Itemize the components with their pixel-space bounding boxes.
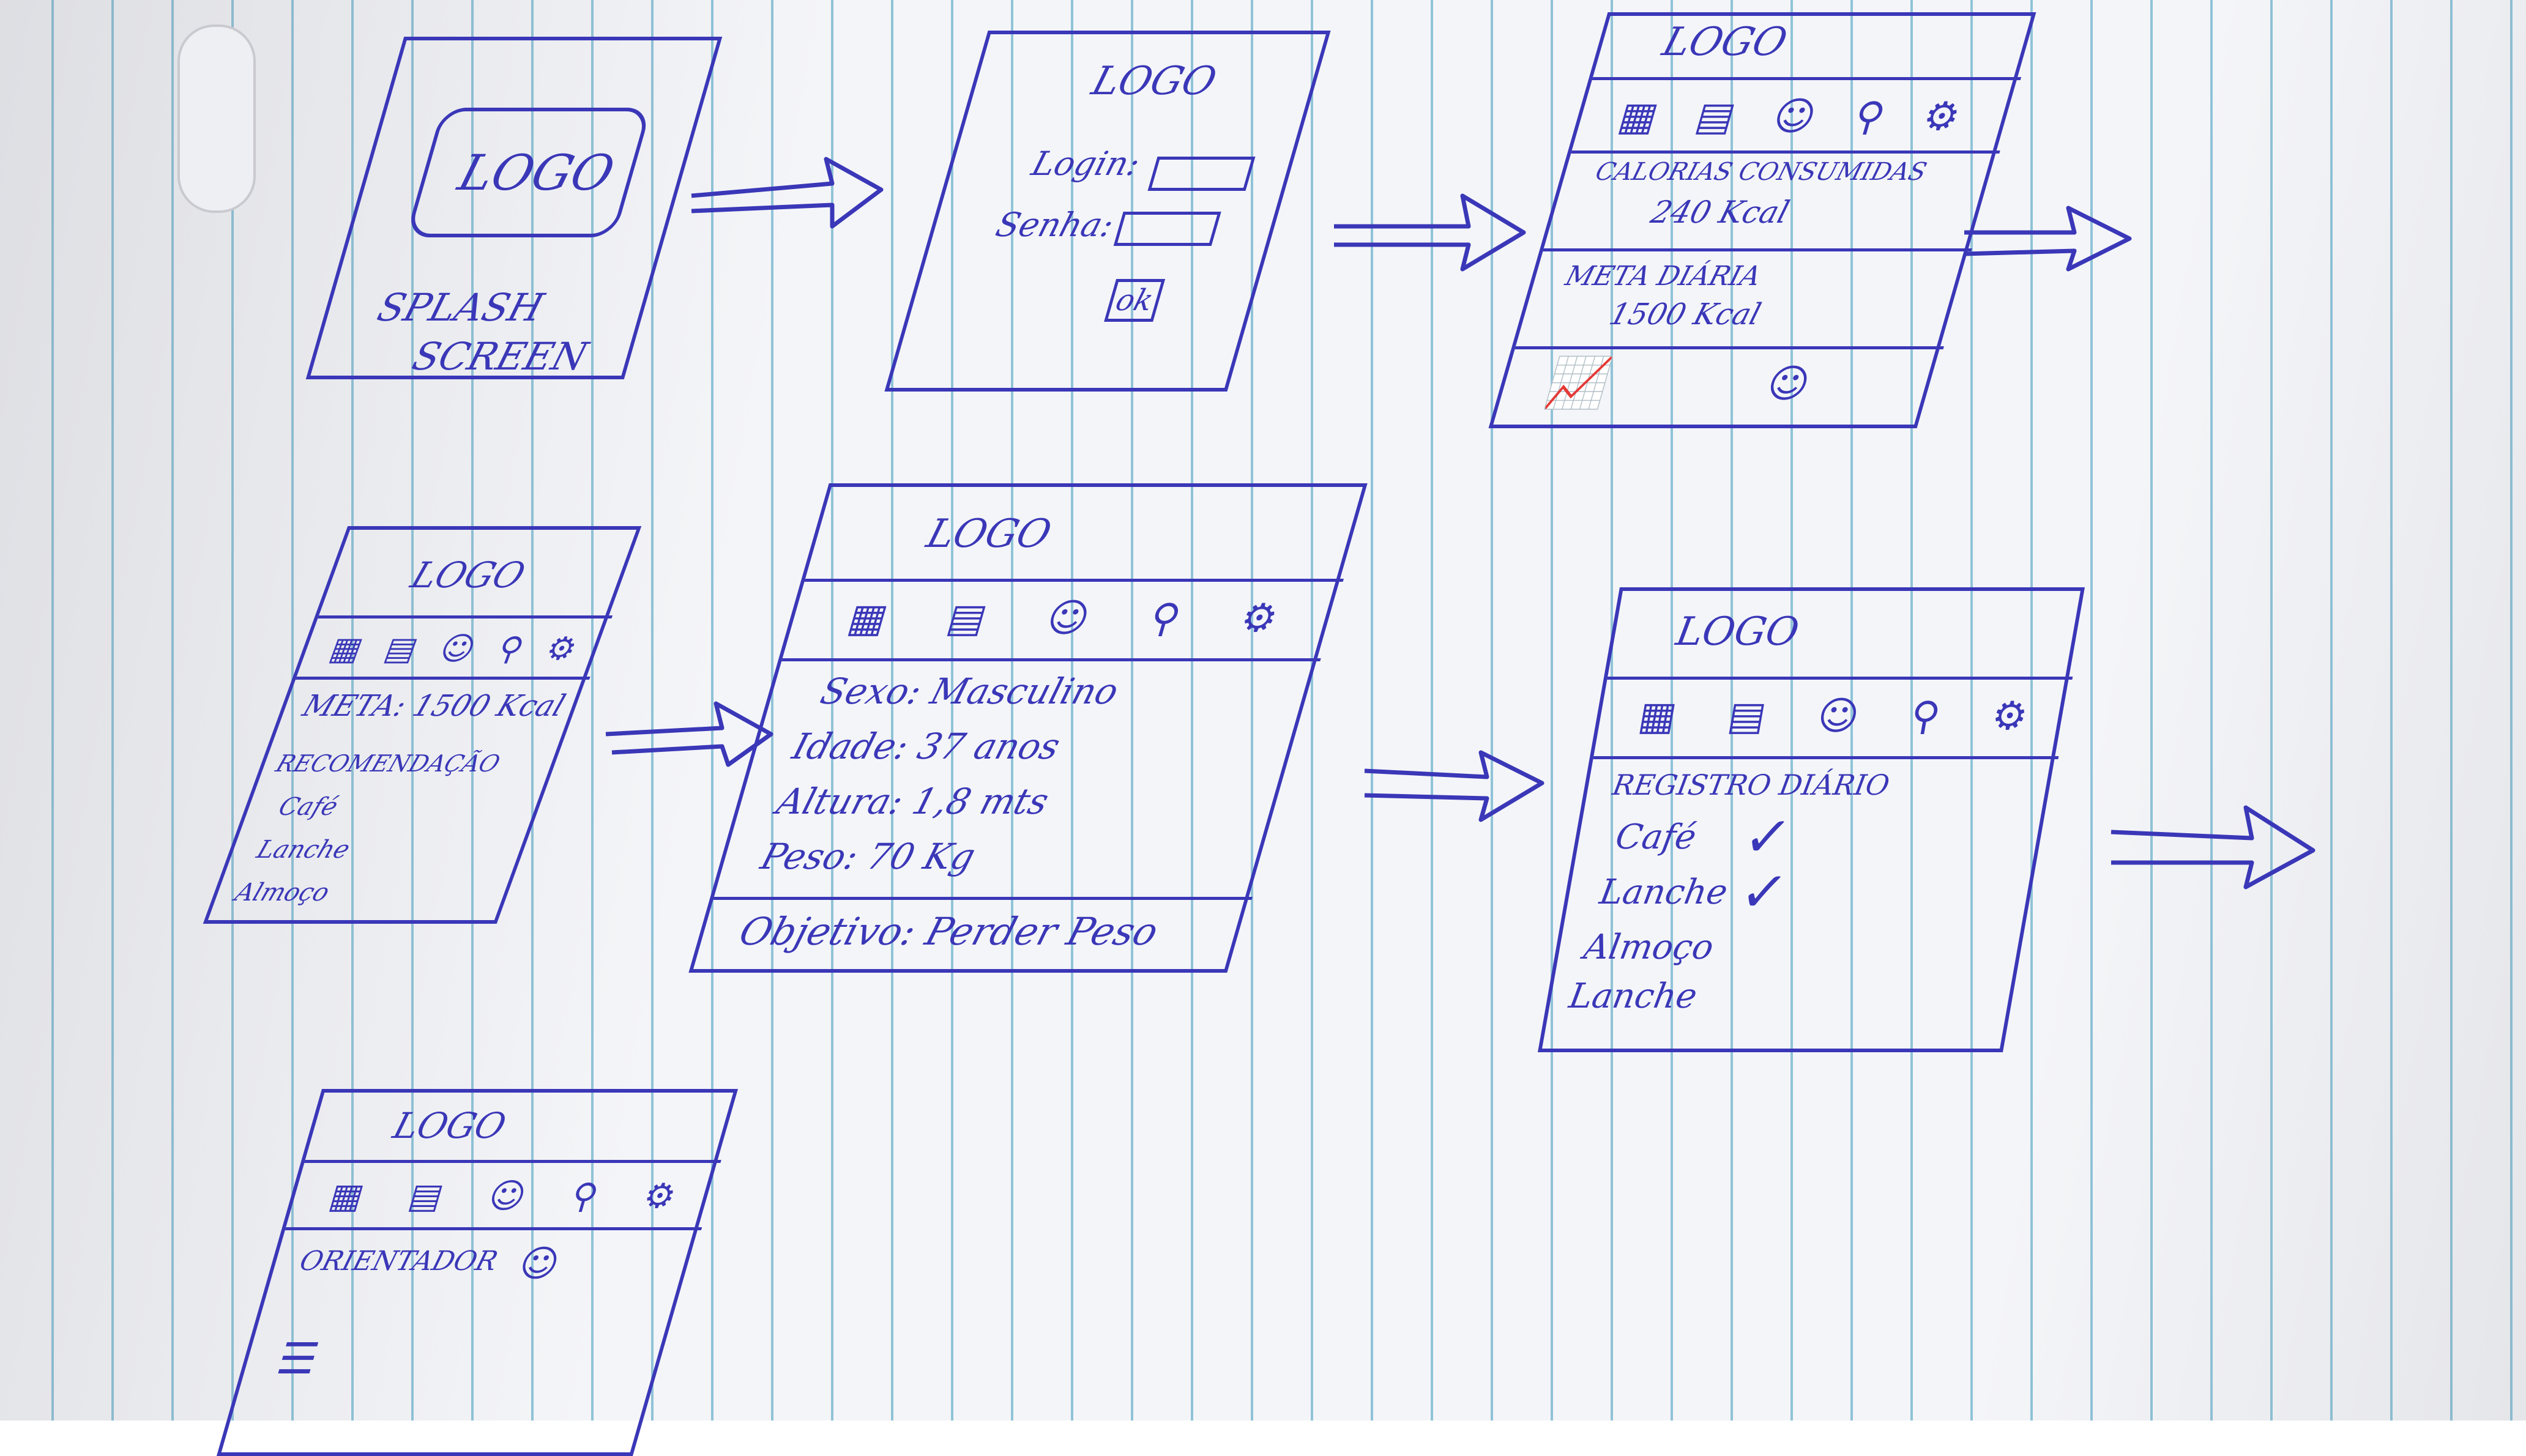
divider [1571, 150, 2000, 154]
flow-arrow [1364, 750, 1544, 822]
grid-icon[interactable]: ▦ [324, 631, 368, 667]
divider [1543, 248, 1972, 251]
person-icon[interactable]: ☺ [483, 1176, 531, 1216]
grid-icon[interactable]: ▦ [843, 596, 893, 641]
perfil-idade: Idade: 37 anos [788, 726, 1065, 767]
registro-item: Almoço [1581, 927, 1717, 967]
registro-title: REGISTRO DIÁRIO [1610, 768, 1892, 801]
divider [295, 677, 591, 680]
calorias-label: CALORIAS CONSUMIDAS [1592, 158, 1930, 186]
registro-logo: LOGO [1672, 609, 1803, 655]
person-icon[interactable]: ☺ [1041, 596, 1095, 641]
recomendacao-item: Lanche [253, 836, 354, 864]
notebook-icon[interactable]: ▤ [404, 1176, 449, 1216]
splash-line2: SCREEN [407, 334, 593, 379]
splash-logo: LOGO [452, 144, 621, 201]
login-input[interactable] [1147, 157, 1256, 191]
person-icon[interactable]: ☺ [1814, 694, 1863, 739]
gear-icon[interactable]: ⚙ [540, 631, 583, 667]
chart-icon[interactable]: 📈 [1540, 354, 1617, 411]
gear-icon[interactable]: ⚙ [1988, 694, 2032, 739]
perfil-peso: Peso: 70 Kg [756, 836, 980, 877]
registro-screen: LOGO ▦ ▤ ☺ ⚲ ⚙ REGISTRO DIÁRIO Café ✓ La… [1537, 587, 2085, 1052]
divider [1514, 346, 1944, 349]
grid-icon[interactable]: ▦ [1613, 94, 1664, 139]
divider [1592, 77, 2022, 80]
check-icon: ✓ [1735, 860, 1793, 924]
nav-icons: ▦ ▤ ☺ ⚲ ⚙ [309, 622, 598, 677]
map-pin-icon[interactable]: ⚲ [492, 631, 529, 667]
gear-icon[interactable]: ⚙ [1235, 596, 1284, 641]
person-icon[interactable]: ☺ [513, 1242, 565, 1285]
divider [285, 1227, 702, 1230]
person-icon[interactable]: ☺ [1761, 362, 1816, 407]
menu-icon[interactable]: ☰ [271, 1334, 325, 1384]
recomendacao-item: Café [274, 793, 342, 821]
calorias-value: 240 Kcal [1647, 195, 1794, 230]
map-pin-icon[interactable]: ⚲ [566, 1176, 603, 1216]
nav-icons: ▦ ▤ ☺ ⚲ ⚙ [298, 1166, 707, 1227]
registro-item: Lanche [1596, 872, 1731, 912]
login-label: Login: [1027, 144, 1145, 183]
flow-arrow [691, 157, 884, 229]
divider [804, 579, 1344, 582]
meta-value: 1500 Kcal [1605, 297, 1765, 332]
divider [781, 658, 1321, 661]
login-logo: LOGO [1087, 59, 1221, 104]
divider [318, 615, 613, 618]
flow-arrow [1334, 193, 1526, 272]
map-pin-icon[interactable]: ⚲ [1907, 694, 1944, 739]
recomendacao-title: RECOMENDAÇÃO [272, 750, 504, 777]
flow-arrow [605, 701, 773, 767]
map-pin-icon[interactable]: ⚲ [1849, 94, 1891, 139]
nav-icons: ▦ ▤ ☺ ⚲ ⚙ [1607, 683, 2059, 750]
registro-item: Lanche [1566, 976, 1701, 1016]
paper-shading [0, 0, 2526, 1421]
registro-item: Café [1612, 817, 1699, 857]
perfil-sexo: Sexo: Masculino [816, 670, 1123, 712]
nav-icons: ▦ ▤ ☺ ⚲ ⚙ [1590, 83, 1989, 150]
dashboard-logo: LOGO [1657, 20, 1792, 65]
notebook-icon[interactable]: ▤ [1724, 694, 1770, 739]
notebook-paper [0, 0, 2526, 1421]
divider [1593, 756, 2059, 759]
senha-input[interactable] [1113, 212, 1221, 246]
flow-arrow [1964, 206, 2132, 272]
orientador-label: ORIENTADOR [296, 1246, 502, 1277]
map-pin-icon[interactable]: ⚲ [1144, 596, 1187, 641]
grid-icon[interactable]: ▦ [324, 1176, 369, 1216]
person-icon[interactable]: ☺ [434, 631, 481, 667]
notebook-icon[interactable]: ▤ [942, 596, 993, 641]
notebook-icon[interactable]: ▤ [379, 631, 423, 667]
gear-icon[interactable]: ⚙ [638, 1176, 681, 1216]
ok-button[interactable]: ok [1104, 279, 1166, 322]
splash-line1: SPLASH [372, 285, 549, 330]
divider [713, 897, 1253, 900]
perfil-altura: Altura: 1,8 mts [772, 781, 1054, 822]
perfil-logo: LOGO [922, 511, 1057, 557]
senha-label: Senha: [991, 206, 1119, 244]
person-icon[interactable]: ☺ [1767, 94, 1822, 139]
perfil-objetivo: Objetivo: Perder Peso [734, 909, 1164, 954]
nav-icons: ▦ ▤ ☺ ⚲ ⚙ [809, 585, 1318, 652]
recomendacao-meta: META: 1500 Kcal [298, 689, 570, 723]
divider [304, 1160, 721, 1163]
gear-icon[interactable]: ⚙ [1917, 94, 1966, 139]
orientador-logo: LOGO [389, 1105, 511, 1146]
grid-icon[interactable]: ▦ [1635, 694, 1680, 739]
binder-hole [177, 24, 256, 213]
divider [1607, 677, 2073, 680]
meta-label: META DIÁRIA [1562, 261, 1765, 292]
notebook-icon[interactable]: ▤ [1690, 94, 1741, 139]
recomendacao-item: Almoço [231, 878, 333, 907]
flow-arrow [2111, 805, 2316, 890]
recomendacao-logo: LOGO [405, 554, 531, 596]
